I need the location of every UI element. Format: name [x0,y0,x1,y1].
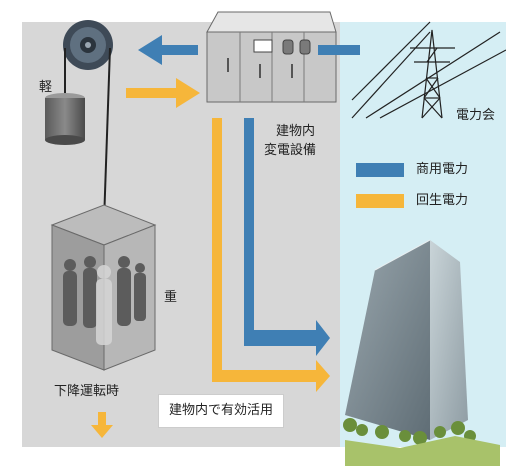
pulley-icon [63,20,113,70]
elevator-to-substation-arrow [126,78,200,108]
in-building-use-callout: 建物内で有効活用 [158,394,285,428]
substation-label-line2: 変電設備 [264,143,317,158]
counterweight-icon [45,93,85,145]
substation-to-building-arrow [244,118,330,356]
office-building-icon [343,239,500,466]
substation-to-building-regen-arrow [212,118,330,392]
substation-icon [206,11,337,103]
substation-label-line1: 建物内 [276,124,316,139]
elevator-car-icon [50,204,157,371]
legend-swatch-regenerative [356,194,404,208]
descending-label: 下降運転時 [54,384,120,399]
power-company-label: 電力会 [456,108,496,123]
commercial-power-flow [138,35,360,356]
heavy-label: 重 [164,290,178,305]
regenerative-power-flow [91,78,330,438]
legend-swatch-commercial [356,163,404,177]
grid-to-substation-arrow [318,45,360,55]
light-label: 軽 [39,80,53,95]
legend-label-commercial: 商用電力 [416,162,469,177]
car-rope [103,47,111,223]
substation-to-elevator-arrow [138,35,198,65]
legend-label-regenerative: 回生電力 [416,193,469,208]
power-tower-icon [351,21,506,119]
down-arrow-icon [91,412,113,438]
